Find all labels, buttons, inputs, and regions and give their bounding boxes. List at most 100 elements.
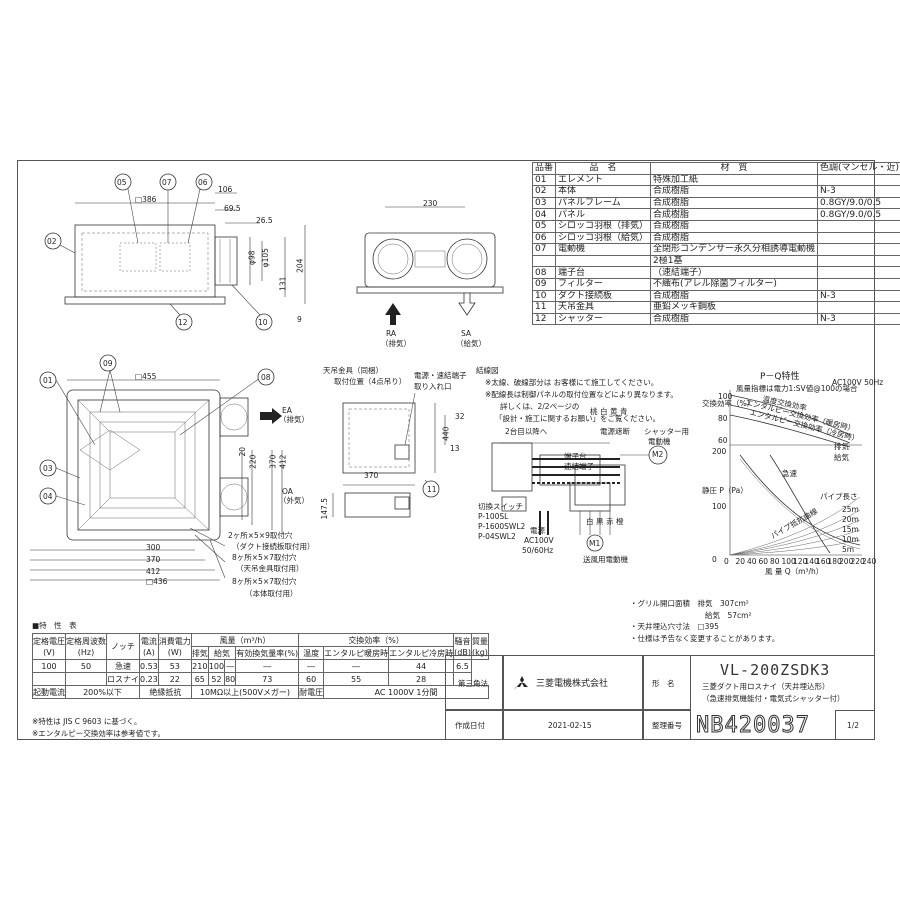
angle-label: 第三角法	[458, 679, 488, 688]
callout-07: 07	[162, 178, 172, 187]
parts-cell	[817, 277, 900, 291]
pq-supply: AC100V 50Hz	[832, 378, 884, 387]
parts-cell	[817, 173, 900, 187]
spec-cell: 210	[190, 659, 209, 673]
wiring-diagram	[491, 442, 668, 552]
wire-color-2: 黒	[596, 517, 604, 526]
spec-table: 定格電圧(V) 定格周波数(Hz) ノッチ 電流(A) 消費電力(W) 風量（m…	[32, 633, 489, 699]
fan-motor-label: 送風用電動機	[583, 555, 628, 564]
grill-line-1: ・グリル開口面積 排気 307cm²	[630, 599, 749, 608]
plan-note-1: 2ヶ所×5×9取付穴	[228, 531, 293, 540]
pq-ylabel-top: 交換効率（%）	[702, 399, 755, 408]
dim-386: □386	[135, 195, 157, 204]
spec-cell: 28	[388, 672, 455, 686]
spec-h-mass: 質量(kg)	[470, 633, 489, 660]
switch-model-2: P-1600SWL2	[478, 522, 526, 531]
plan-note-4: （天吊金具取付用）	[236, 564, 304, 573]
parts-cell: 07	[531, 243, 557, 256]
wire-color-1: 白	[586, 517, 594, 526]
tb-angle-cell	[445, 655, 503, 710]
spec-f-startcurrent: 起動電流	[32, 685, 66, 699]
parts-cell: フィルター	[555, 277, 652, 291]
dim-300: 300	[146, 543, 161, 552]
parts-header-cell: 品 名	[555, 162, 652, 175]
hanger-sub: 取付位置（4点吊り）	[334, 377, 407, 386]
spec-h-effective: 有効換気量率(%)	[235, 646, 300, 660]
dim-26-5: 26.5	[256, 216, 273, 225]
wiring-next-label: 2台目以降へ	[505, 427, 548, 436]
grill-line-2: 給気 57cm²	[630, 610, 752, 620]
pq-xtick: 240	[862, 557, 877, 566]
plan-note-2: （ダクト接続板取付用）	[232, 542, 315, 551]
callout-10: 10	[258, 318, 268, 327]
tb-date-label-cell	[445, 710, 503, 740]
parts-cell: 0.8GY/9.0/0.5	[817, 208, 900, 221]
spec-h-supply: 給気	[207, 646, 237, 660]
dim-412v: 412	[278, 454, 288, 469]
spec-cell: 100	[207, 659, 226, 673]
dim-412: 412	[146, 567, 161, 576]
wiring-cutoff-label: 電源遮断	[600, 427, 630, 436]
mitsubishi-logo-icon	[514, 676, 528, 690]
callout-12: 12	[178, 318, 188, 327]
parts-cell: 04	[531, 208, 557, 221]
pq-legend-supply: 給気	[834, 453, 849, 462]
dim-220: 220	[248, 454, 258, 469]
wiring-note-3: 詳しくは、2/2ページの	[500, 402, 580, 411]
tb-date-cell	[503, 710, 643, 740]
spec-cell: ―	[323, 659, 390, 673]
callout-04: 04	[43, 492, 53, 501]
spec-h-airflow: 風量（m³/h）	[190, 633, 300, 647]
dim-204: 204	[295, 258, 305, 273]
power-freq: 50/60Hz	[522, 546, 554, 555]
switch-model-1: P-100SL	[478, 512, 509, 521]
spec-f-insulation: 絶縁抵抗	[139, 685, 192, 699]
pq-curve-15m: 15m	[842, 525, 859, 534]
ytick-0: 0	[712, 555, 717, 564]
power-voltage: AC100V	[524, 536, 554, 545]
pq-curve-10m: 10m	[842, 535, 859, 544]
spec-f-startvalue: 200%以下	[65, 685, 140, 699]
plan-note-3: 8ヶ所×5×7取付穴	[232, 553, 297, 562]
wire-color-7: 黄	[610, 407, 618, 416]
wiring-note-2: ※配線長は制御パネルの取付位置などにより異なります。	[485, 390, 678, 399]
pq-xtick: 60	[758, 557, 769, 566]
pq-ylabel-bottom: 静圧 P（Pa）	[702, 486, 748, 495]
switch-label: 切換スイッチ	[478, 502, 523, 511]
parts-cell: ダクト接続板	[555, 289, 652, 303]
parts-cell: 合成樹脂	[650, 185, 819, 198]
spec-h-power: 消費電力(W)	[157, 633, 192, 660]
parts-cell: 合成樹脂	[650, 196, 819, 210]
spec-footer-row: 起動電流 200%以下 絶縁抵抗 10MΩ以上(500Vメガー) 耐電圧 AC …	[32, 685, 489, 699]
parts-cell: 06	[531, 231, 557, 245]
spec-f-withstand: 耐電圧	[298, 685, 325, 699]
front-view-drawing	[356, 206, 504, 325]
spec-cell: 52	[207, 672, 226, 686]
parts-cell: （速結端子）	[650, 266, 819, 279]
terminal-sub: 速結端子	[564, 462, 594, 471]
ytick-80: 80	[718, 414, 728, 423]
spec-cell: 80	[224, 672, 237, 686]
callout-01: 01	[43, 376, 53, 385]
dim-230: 230	[423, 199, 438, 208]
parts-header-row: 品番 品 名 材 質 色調(マンセル・近)	[531, 162, 900, 175]
plan-note-6: （本体取付用）	[245, 589, 298, 598]
tb-page-cell	[835, 710, 875, 740]
parts-cell: 12	[531, 312, 557, 326]
parts-row: 2極1基	[531, 254, 900, 268]
parts-cell	[817, 266, 900, 279]
ytick-200: 200	[712, 447, 727, 456]
parts-cell: 全閉形コンデンサー永久分相誘導電動機	[650, 243, 819, 256]
grill-line-3: ・天井埋込穴寸法 □395	[630, 622, 719, 631]
parts-cell: シロッコ羽根（給気）	[555, 231, 652, 245]
spec-h-voltage: 定格電圧(V)	[32, 633, 66, 660]
parts-cell	[531, 254, 557, 268]
terminal-label: 端子台	[564, 452, 587, 461]
